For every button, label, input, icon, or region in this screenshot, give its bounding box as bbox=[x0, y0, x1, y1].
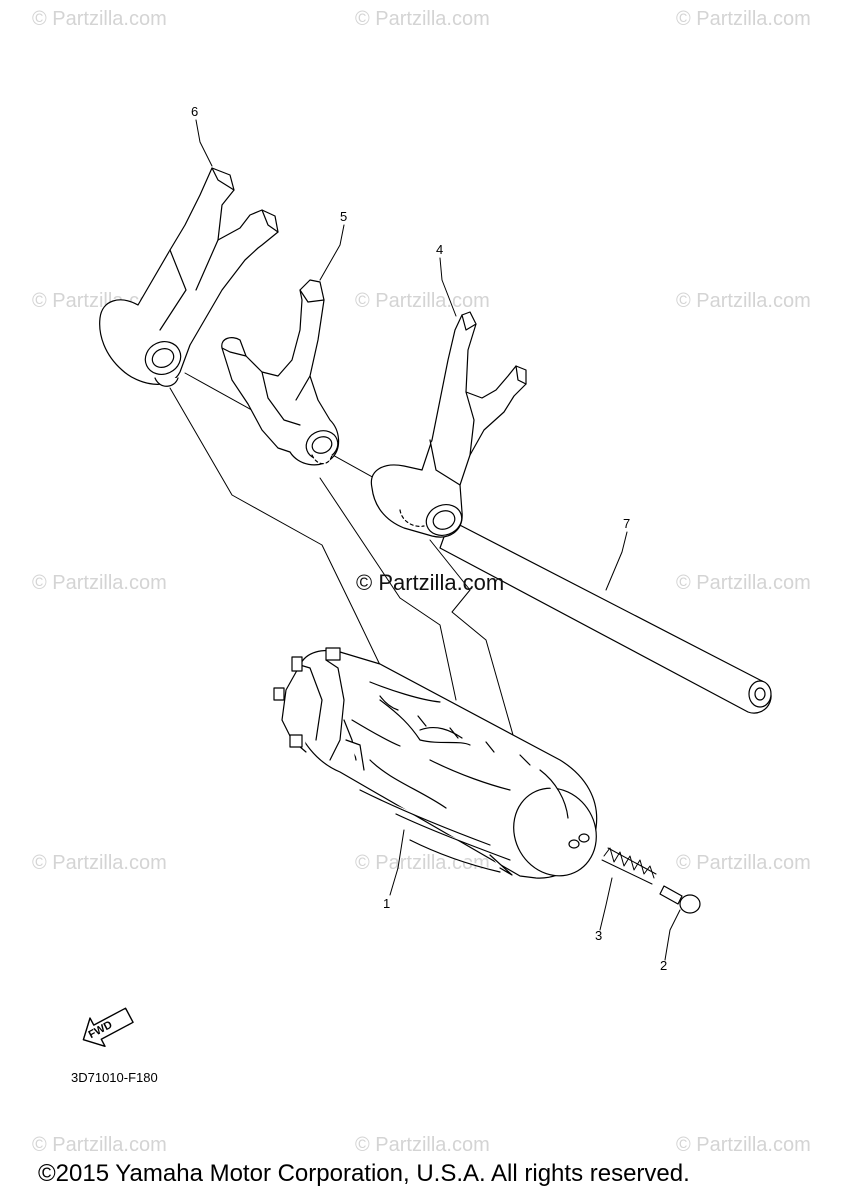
center-watermark: © Partzilla.com bbox=[356, 570, 505, 595]
callout-2: 2 bbox=[660, 958, 668, 973]
watermark: © Partzilla.com bbox=[32, 1134, 167, 1156]
watermark: © Partzilla.com bbox=[32, 572, 167, 594]
watermark: © Partzilla.com bbox=[32, 8, 167, 30]
watermark: © Partzilla.com bbox=[355, 290, 490, 312]
shift-fork-6 bbox=[99, 167, 279, 387]
callout-1: 1 bbox=[383, 896, 391, 911]
shift-fork-5 bbox=[221, 279, 340, 466]
watermark: © Partzilla.com bbox=[355, 1134, 490, 1156]
shift-fork-4 bbox=[370, 311, 527, 538]
callout-6: 6 bbox=[191, 104, 199, 119]
watermark: © Partzilla.com bbox=[676, 290, 811, 312]
callout-3: 3 bbox=[595, 928, 603, 943]
watermark: © Partzilla.com bbox=[676, 1134, 811, 1156]
callout-7: 7 bbox=[623, 516, 631, 531]
detent-spring bbox=[601, 847, 657, 885]
watermark: © Partzilla.com bbox=[676, 8, 811, 30]
watermark: © Partzilla.com bbox=[32, 852, 167, 874]
watermark: © Partzilla.com bbox=[676, 852, 811, 874]
watermark: © Partzilla.com bbox=[676, 572, 811, 594]
forward-arrow-icon bbox=[82, 1007, 134, 1047]
callout-5: 5 bbox=[340, 209, 348, 224]
detent-pin bbox=[659, 885, 701, 914]
copyright-notice: ©2015 Yamaha Motor Corporation, U.S.A. A… bbox=[38, 1160, 690, 1187]
callout-leaders bbox=[195, 119, 681, 961]
shift-fork-shaft bbox=[439, 519, 772, 714]
diagram-code: 3D71010-F180 bbox=[71, 1070, 158, 1085]
callout-4: 4 bbox=[436, 242, 444, 257]
shift-drum bbox=[273, 647, 598, 879]
watermark: © Partzilla.com bbox=[355, 8, 490, 30]
